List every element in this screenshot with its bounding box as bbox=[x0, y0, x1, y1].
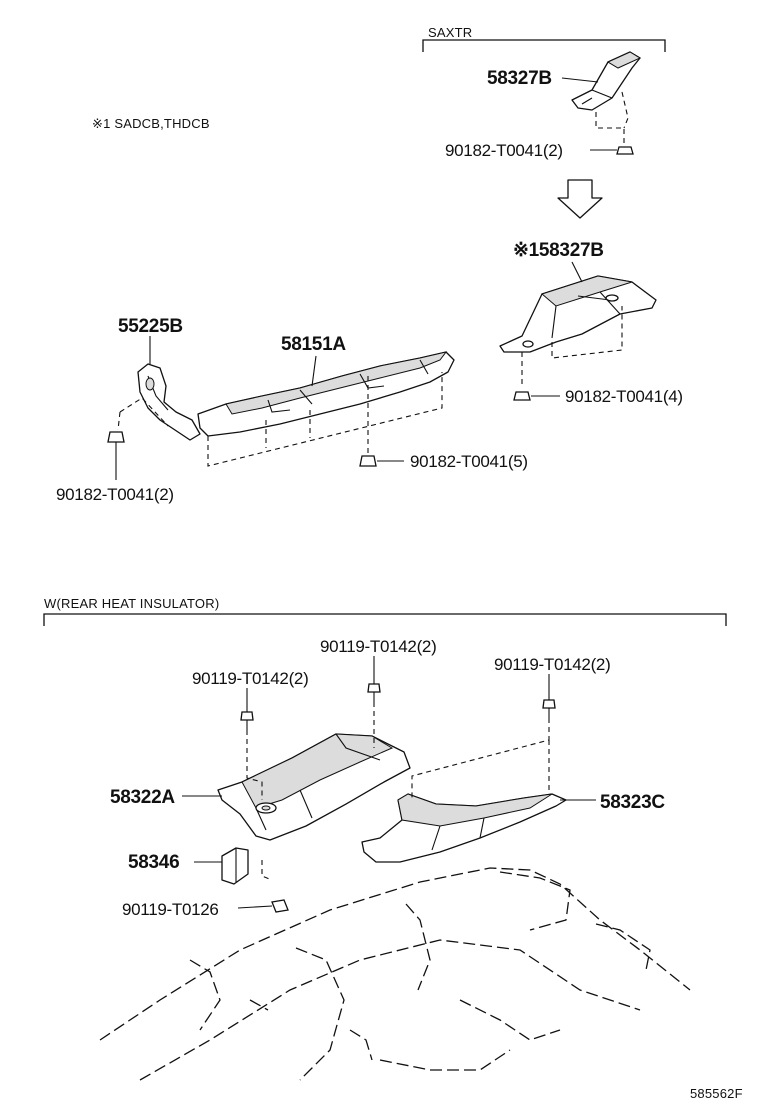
screw-icon bbox=[542, 699, 556, 718]
part-58327B-note-drawing bbox=[499, 275, 657, 353]
part-58346-drawing bbox=[221, 847, 249, 885]
part-58151A-drawing bbox=[197, 351, 455, 437]
saxtr-label: SAXTR bbox=[428, 25, 472, 40]
label-bolt-top: 90182-T0041(2) bbox=[445, 141, 563, 160]
left-group: 55225B 58151A 90182-T0041(2) 90182-T0041… bbox=[56, 316, 528, 504]
dash-right-b bbox=[551, 306, 623, 359]
leader-58327B-top bbox=[561, 77, 599, 83]
label-bolt-right: 90182-T0041(4) bbox=[565, 387, 683, 406]
dash-58327B-top-b bbox=[621, 91, 629, 129]
part-58327B-top-drawing bbox=[571, 51, 642, 111]
label-58322A: 58322A bbox=[110, 787, 175, 808]
label-58151A: 58151A bbox=[281, 334, 346, 355]
dash-rhi-1 bbox=[246, 730, 263, 800]
rear-heat-insulator-group: W(REAR HEAT INSULATOR) 90119-T0142(2) 90… bbox=[43, 596, 743, 1101]
label-screw-right: 90119-T0142(2) bbox=[494, 655, 610, 674]
saxtr-bracket-frame bbox=[422, 39, 666, 52]
vehicle-frame-outline bbox=[99, 867, 691, 1081]
nut-icon bbox=[616, 146, 634, 155]
screw-icon bbox=[271, 899, 289, 913]
nut-icon bbox=[359, 455, 377, 467]
leader-screw-bottom bbox=[237, 905, 273, 909]
label-screw-left: 90119-T0142(2) bbox=[192, 669, 308, 688]
dash-shield-bottom bbox=[207, 372, 443, 467]
dash-55225B-b bbox=[117, 411, 121, 431]
label-58323C: 58323C bbox=[600, 792, 665, 813]
leader-58151A bbox=[311, 355, 317, 387]
part-58322A-drawing bbox=[217, 733, 411, 841]
label-bolt-left: 90182-T0041(2) bbox=[56, 485, 174, 504]
down-arrow-icon bbox=[557, 179, 603, 219]
rhi-label: W(REAR HEAT INSULATOR) bbox=[44, 596, 219, 611]
label-58346: 58346 bbox=[128, 852, 179, 873]
dash-58327B-top bbox=[595, 112, 625, 146]
label-55225B: 55225B bbox=[118, 316, 183, 337]
rhi-bracket-frame bbox=[43, 613, 727, 626]
label-screw-mid: 90119-T0142(2) bbox=[320, 637, 436, 656]
note-label: ※1 SADCB,THDCB bbox=[92, 116, 210, 131]
label-58327B-note: ※158327B bbox=[513, 240, 604, 261]
dash-rhi-5 bbox=[261, 860, 273, 881]
part-58323C-drawing bbox=[361, 793, 567, 863]
footer-code: 585562F bbox=[690, 1086, 743, 1101]
label-bolt-mid: 90182-T0041(5) bbox=[410, 452, 528, 471]
leader-58327B-note bbox=[571, 261, 583, 283]
nut-icon bbox=[107, 431, 125, 443]
label-screw-bottom: 90119-T0126 bbox=[122, 900, 219, 919]
label-58327B-top: 58327B bbox=[487, 68, 552, 89]
nut-icon bbox=[513, 391, 531, 401]
part-55225B-drawing bbox=[137, 363, 201, 441]
screw-icon bbox=[240, 711, 254, 730]
saxtr-group: SAXTR 58327B 90182-T0041(2) ※1 SADCB,THD… bbox=[92, 25, 683, 406]
dash-rhi-3 bbox=[411, 718, 550, 798]
screw-icon bbox=[367, 683, 381, 702]
